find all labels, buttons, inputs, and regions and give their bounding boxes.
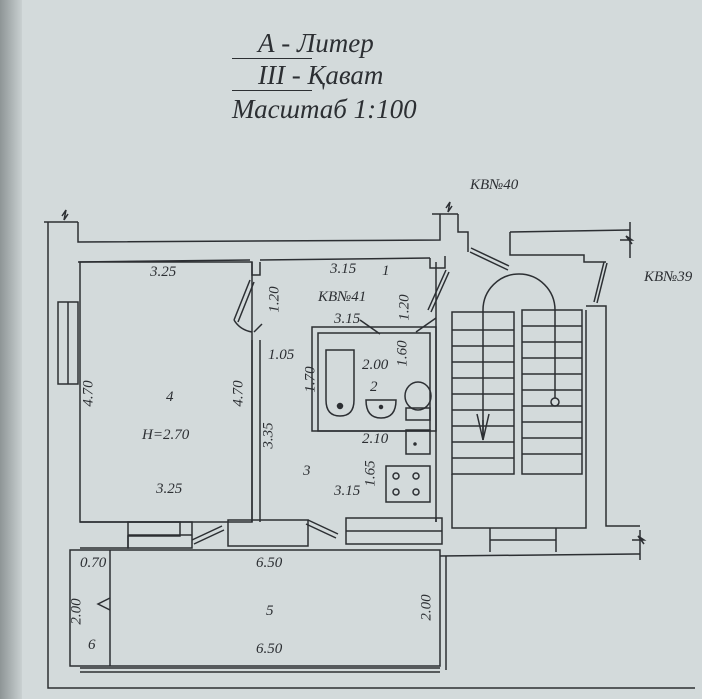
room-4-height-right: 4.70 — [230, 380, 247, 407]
room-2-width: 2.00 — [362, 357, 389, 373]
room-3-door-width: 1.05 — [268, 347, 295, 363]
kitchen-sink — [405, 429, 431, 455]
room-6-height: 2.00 — [68, 598, 85, 625]
room-3-height: 3.35 — [260, 422, 277, 449]
room-3-width-bottom: 3.15 — [334, 483, 361, 499]
window-left — [57, 301, 79, 385]
room-3-number: 3 — [303, 463, 311, 479]
room-2-height: 1.70 — [302, 366, 319, 393]
room-5-number: 5 — [266, 603, 274, 619]
room-4-height-left: 4.70 — [80, 380, 97, 407]
liter-underline — [232, 58, 312, 59]
room-6-width: 0.70 — [80, 555, 107, 571]
room-2-depth: 1.60 — [394, 340, 411, 367]
stove — [385, 465, 431, 503]
room-5-width-bottom: 6.50 — [256, 641, 283, 657]
room-3-width-top: 2.10 — [362, 431, 389, 447]
room-1-height-right: 1.20 — [396, 294, 413, 321]
floor-underline — [232, 90, 312, 91]
room-1-number: 1 — [382, 263, 390, 279]
room-5-height: 2.00 — [418, 594, 435, 621]
room-2-number: 2 — [370, 379, 378, 395]
apt-41-label: КВ№41 — [318, 289, 367, 305]
room-6-number: 6 — [88, 637, 96, 653]
room-1-width-bottom: 3.15 — [334, 311, 361, 327]
page-edge-shadow — [0, 0, 22, 699]
scale-label: Масштаб 1:100 — [232, 94, 417, 124]
liter-label: А - Литер — [258, 28, 374, 58]
room-4-ceiling-height: H=2.70 — [142, 427, 190, 443]
room-4-width-top: 3.25 — [150, 264, 177, 280]
room-5-width-top: 6.50 — [256, 555, 283, 571]
room-5 — [69, 549, 441, 667]
room-4-width-bottom: 3.25 — [156, 481, 183, 497]
staircase — [451, 273, 640, 552]
room-1-height-left: 1.20 — [266, 286, 283, 313]
apt-40-label: КВ№40 — [470, 177, 519, 193]
room-3-stove-side: 1.65 — [362, 460, 379, 487]
apt-39-label: КВ№39 — [644, 269, 693, 285]
balcony-wall — [80, 517, 443, 549]
exterior-walls — [44, 201, 695, 689]
room-4-number: 4 — [166, 389, 174, 405]
floor-label: III - Қават — [258, 60, 384, 90]
room-1-width-top: 3.15 — [330, 261, 357, 277]
